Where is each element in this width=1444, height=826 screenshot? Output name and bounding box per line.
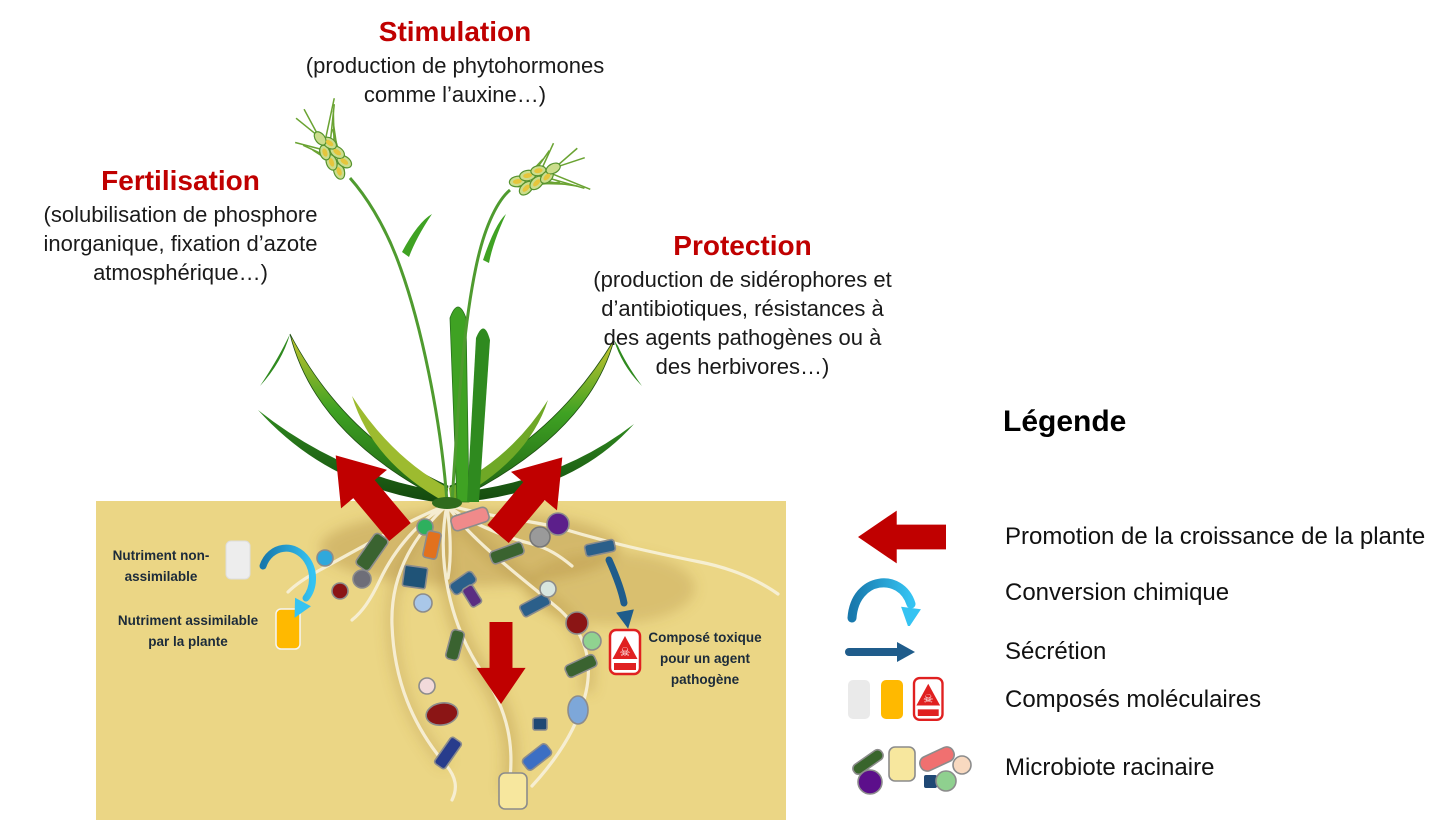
protection-title: Protection (673, 230, 812, 261)
legend-label: Conversion chimique (1005, 579, 1230, 606)
toxic-compound-icon (608, 628, 642, 676)
stimulation-title: Stimulation (378, 16, 532, 47)
legend-label: Composés moléculaires (1005, 686, 1262, 713)
annotation-fertilisation: Fertilisation (solubilisation de phospho… (8, 163, 353, 287)
promotion-arrow-icon (845, 508, 1005, 566)
legend-label: Promotion de la croissance de la plante (1005, 523, 1426, 550)
conversion-arrow-icon (845, 560, 1005, 626)
secretion-arrow-icon (845, 640, 1005, 664)
legend-row-secretion: Sécrétion (845, 626, 1442, 678)
legend-row-root-microbiota: Microbiote racinaire (845, 736, 1442, 800)
secretion-arrow (605, 556, 628, 607)
label-toxic-compound: Composé toxique pour un agent pathogène (648, 630, 762, 687)
legend-row-conversion: Conversion chimique (845, 560, 1442, 626)
legend-row-promotion: Promotion de la croissance de la plante (845, 507, 1442, 567)
annotation-protection: Protection (production de sidérophores e… (575, 228, 910, 381)
label-nutrient-non-assimilable: Nutriment non- assimilable (112, 548, 210, 584)
fertilisation-title: Fertilisation (101, 165, 260, 196)
toxic-secretion (605, 556, 642, 676)
legend-label: Microbiote racinaire (1005, 754, 1215, 781)
legend-title: Légende (1003, 405, 1127, 438)
legend-label: Sécrétion (1005, 638, 1107, 665)
legend-row-molecular-compounds: Composés moléculaires (845, 672, 1442, 728)
fertilisation-description: (solubilisation de phosphore inorganique… (43, 202, 318, 286)
root-microbiota-icon (845, 737, 1005, 799)
nutrient-conversion (225, 540, 334, 650)
root-microbiota (331, 506, 617, 810)
wheat-plant (258, 89, 642, 509)
non-assimilable-nutrient-icon (225, 540, 251, 580)
converting-microbe-icon (316, 549, 334, 567)
protection-description: (production de sidérophores et d’antibio… (593, 267, 892, 380)
annotation-stimulation: Stimulation (production de phytohormones… (260, 14, 650, 109)
label-nutrient-assimilable: Nutriment assimilable par la plante (117, 613, 259, 649)
assimilable-nutrient-icon (275, 608, 301, 650)
molecular-compounds-icon (845, 676, 1005, 724)
stimulation-description: (production de phytohormones comme l’aux… (305, 53, 605, 108)
conversion-arrow (259, 544, 316, 602)
